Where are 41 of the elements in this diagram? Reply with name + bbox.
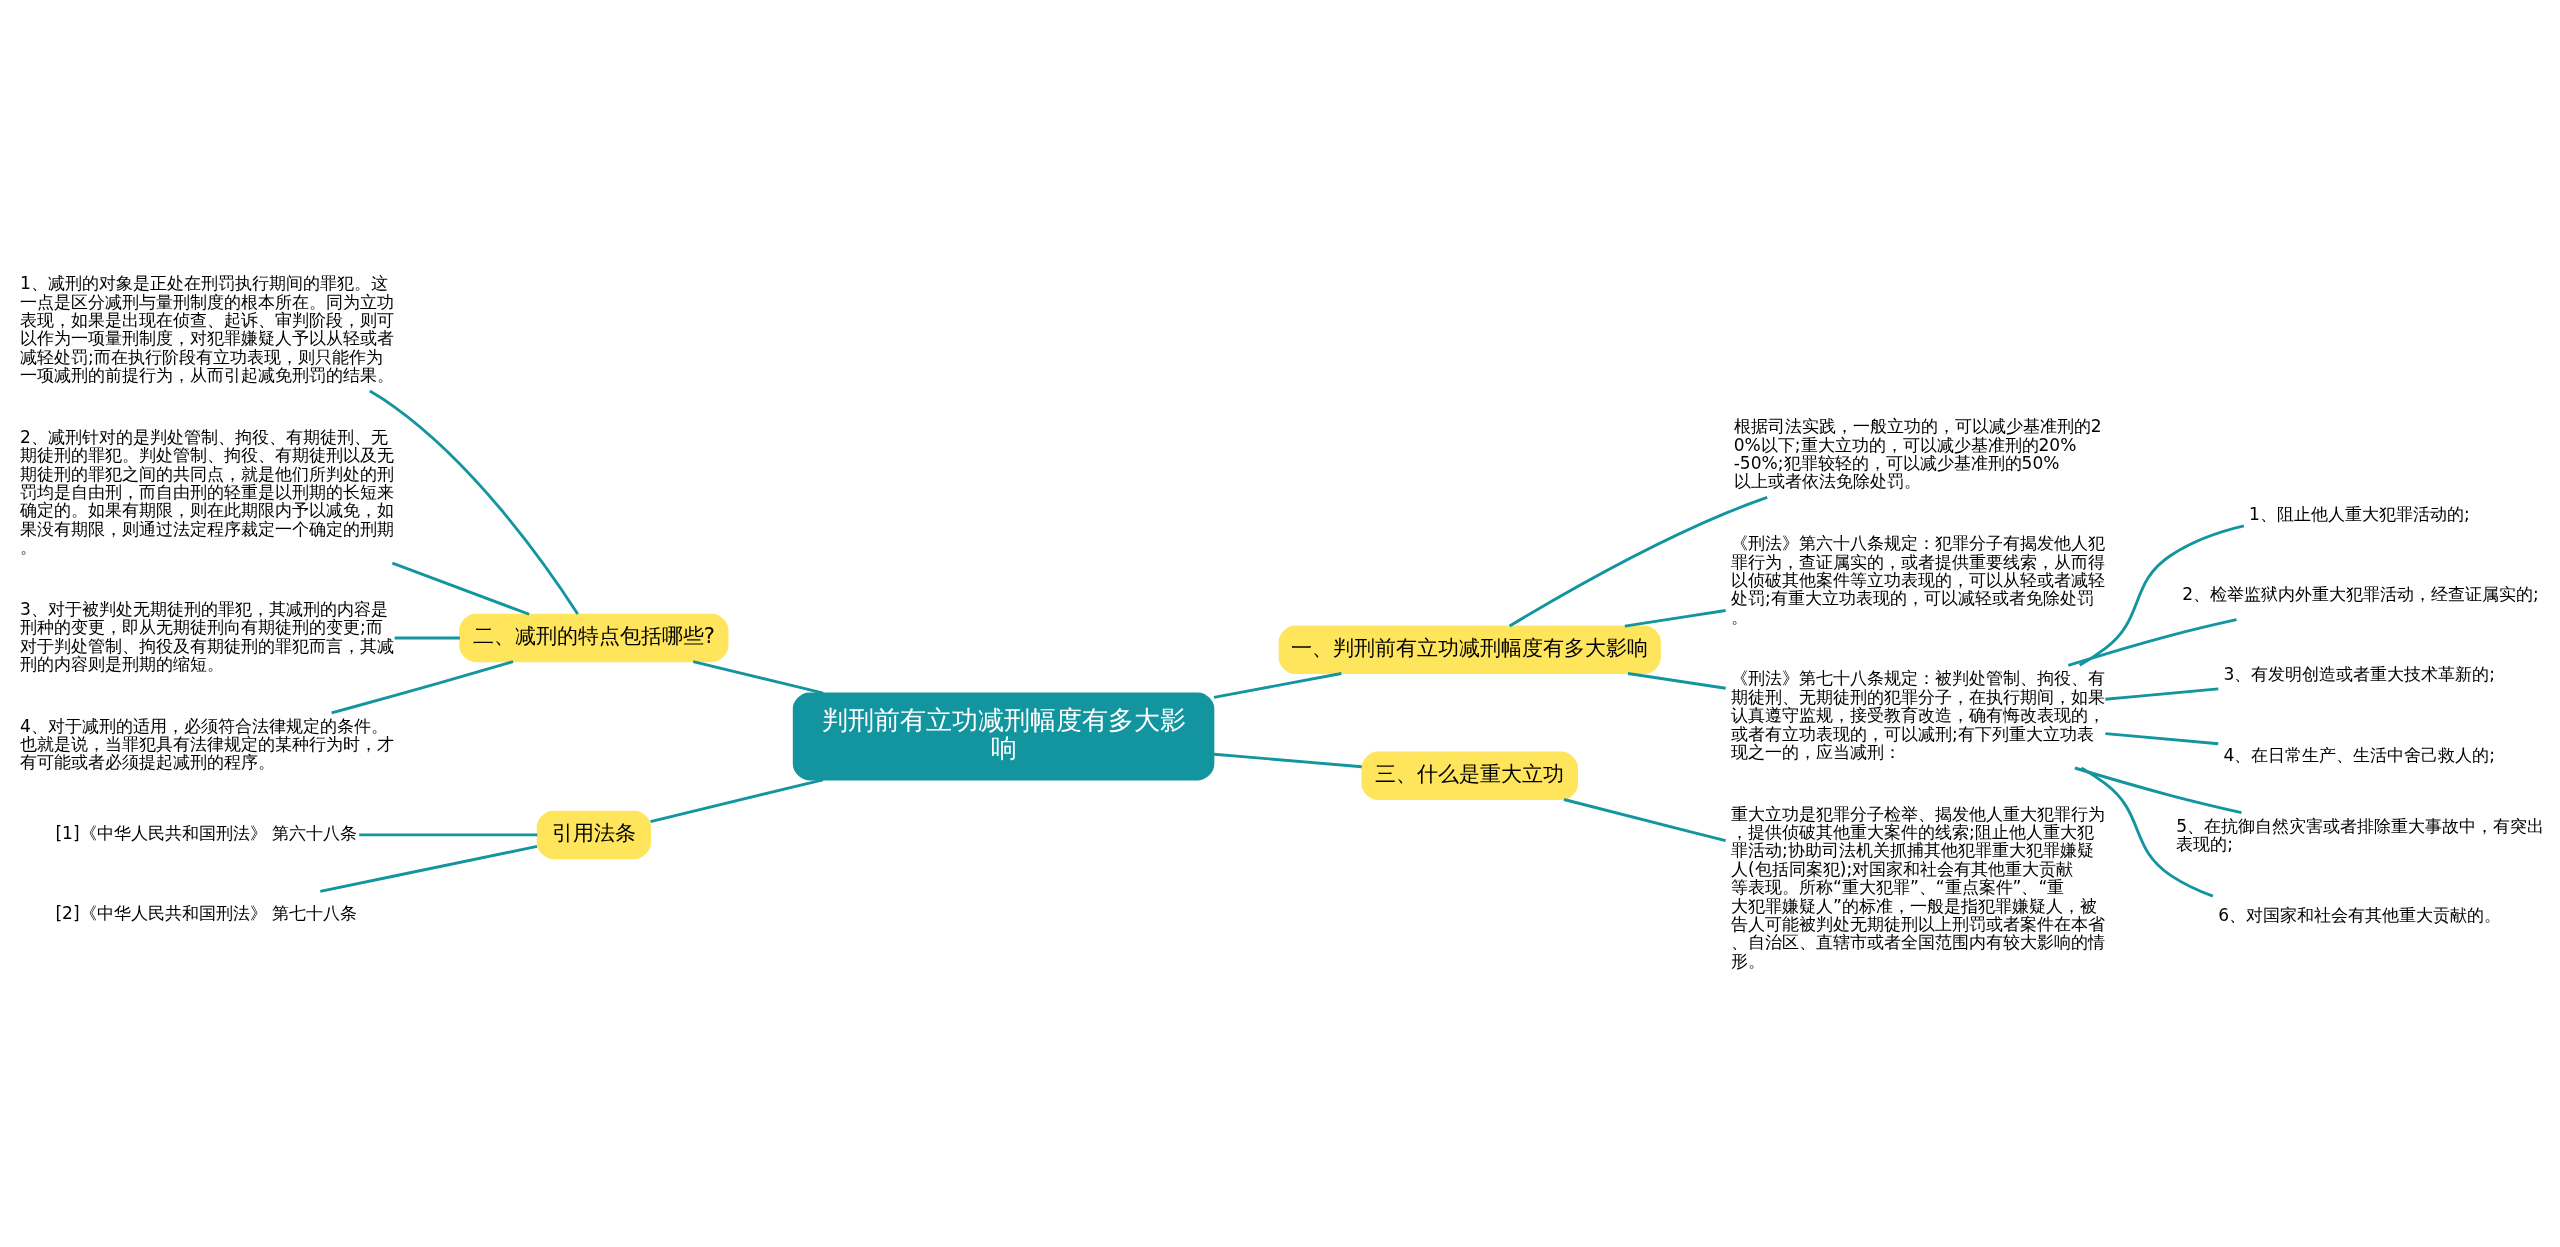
connector [320,845,538,893]
node-box: 一、判刑前有立功减刑幅度有多大影响 [1278,625,1661,675]
node-text: 根据司法实践，一般立功的，可以减少基准刑的20%以下;重大立功的，可以减少基准刑的20%-50%;犯罪较轻的，可以减少基准刑的50%以上或者依法免除处罚。 [1733,416,2102,492]
connector [1213,672,1342,699]
connector [1508,496,1768,628]
node-text: 1、阻止他人重大犯罪活动的; [2249,504,2470,525]
node-text: 重大立功是犯罪分子检举、揭发他人重大犯罪行为，提供侦破其他重大案件的线索;阻止他人重大犯罪活动;协助司法机关抓捕其他犯罪重大犯罪嫌疑人(包括同案犯);对国家和社会有其他重大贡献等表现。所称“重大犯罪”、“重点案件”、“重大犯罪嫌疑人”的标准，一般是指犯罪嫌疑人，被告人可能被判处无期徒刑以上刑罚或者案件在本省、自治区、直辖市或者全国范围内有较大影响的情形。 [1731,803,2106,971]
node-box: 引用法条 [536,810,651,860]
node-box: 判刑前有立功减刑幅度有多大影响 [792,692,1215,781]
node-text: 5、在抗御自然灾害或者排除重大事故中，有突出表现的; [2176,815,2545,854]
connector [692,660,824,695]
connector [331,660,514,715]
node-text: 3、对于被判处无期徒刑的罪犯，其减刑的内容是刑种的变更，即从无期徒刑向有期徒刑的变更;而对于判处管制、拘役及有期徒刑的罪犯而言，其减刑的内容则是刑期的缩短。 [20,598,394,674]
node-text: 1、减刑的对象是正处在刑罚执行期间的罪犯。这一点是区分减刑与量刑制度的根本所在。同为立功表现，如果是出现在侦查、起诉、审判阶段，则可以作为一项量刑制度，对犯罪嫌疑人予以从轻或者减轻处罚;而在执行阶段有立功表现，则只能作为一项减刑的前提行为，从而引起减免刑罚的结果。 [20,273,394,386]
node-text: 4、在日常生产、生活中舍己救人的; [2223,744,2496,765]
connector [1213,752,1362,769]
node-text: 6、对国家和社会有其他重大贡献的。 [2218,904,2502,925]
connector [359,833,538,837]
connector [391,561,530,616]
node-text: 3、有发明创造或者重大技术革新的; [2223,664,2496,685]
node-text: 《刑法》第七十八条规定：被判处管制、拘役、有期徒刑、无期徒刑的犯罪分子，在执行期间，如果认真遵守监规，接受教育改造，确有悔改表现的，或者有立功表现的，可以减刑;有下列重大立功表现之一的，应当减刑： [1731,668,2106,762]
node-text: 4、对于减刑的适用，必须符合法律规定的条件。也就是说，当罪犯具有法律规定的某种行为时，才有可能或者必须提起减刑的程序。 [20,715,394,773]
connector [394,636,460,640]
node-text: 《刑法》第六十八条规定：犯罪分子有揭发他人犯罪行为，查证属实的，或者提供重要线索，从而得以侦破其他案件等立功表现的，可以从轻或者减轻处罚;有重大立功表现的，可以减轻或者免除处罚。 [1731,533,2106,627]
connector [369,389,579,615]
connector [2105,687,2219,701]
connector [2079,524,2245,667]
connector [2105,732,2219,746]
node-text: 2、检举监狱内外重大犯罪活动，经查证属实的; [2182,584,2539,605]
connector [2067,618,2237,667]
connector [2080,766,2214,898]
node-text: [1]《中华人民共和国刑法》 第六十八条 [55,823,358,844]
connector [1624,609,1726,628]
node-text: 2、减刑针对的是判处管制、拘役、有期徒刑、无期徒刑的罪犯。判处管制、拘役、有期徒刑以及无期徒刑的罪犯之间的共同点，就是他们所判处的刑罚均是自由刑，而自由刑的轻重是以刑期的长短来确定的。如果有期限，则在此期限内予以减免，如果没有期限，则通过法定程序裁定一个确定的刑期。 [20,426,394,558]
node-text: [2]《中华人民共和国刑法》 第七十八条 [55,903,358,924]
connector [2074,766,2242,814]
connector [1627,672,1726,690]
node-box: 三、什么是重大立功 [1361,751,1579,801]
node-box: 二、减刑的特点包括哪些? [459,613,729,663]
connector [1563,798,1726,843]
connector [650,778,824,823]
